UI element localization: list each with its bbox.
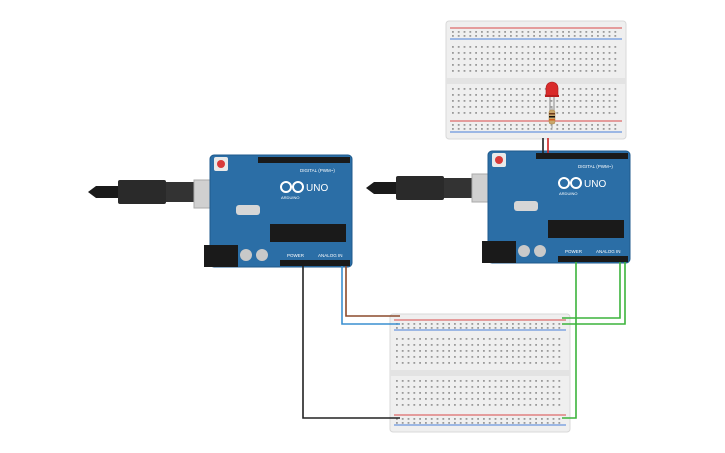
microcontroller-chip-left [270, 224, 346, 242]
top-breadboard[interactable] [445, 20, 627, 140]
uno-label-left: UNO [306, 183, 328, 194]
arduino-uno-left[interactable]: DIGITAL (PWM~) UNO ARDUINO POWER ANALOG … [204, 154, 353, 268]
bottom-breadboard[interactable] [389, 313, 571, 433]
arduino-logo-left [280, 181, 304, 193]
digital-label-left: DIGITAL (PWM~) [300, 168, 335, 173]
wire-green-a5-right[interactable] [562, 262, 626, 325]
arduino-brand-right: ARDUINO [559, 191, 577, 196]
reset-button-left[interactable] [217, 160, 225, 168]
wire-black-gnd[interactable] [302, 266, 400, 419]
power-jack-right[interactable] [482, 241, 516, 263]
digital-label-right: DIGITAL (PWM~) [578, 164, 613, 169]
digital-header-left[interactable] [258, 157, 350, 163]
power-analog-header-left[interactable] [280, 260, 350, 266]
wire-blue-left[interactable] [341, 266, 400, 325]
power-label-left: POWER [287, 253, 305, 258]
power-label-right: POWER [565, 249, 583, 254]
wire-green-a4-right[interactable] [562, 262, 621, 319]
analog-label-right: ANALOG IN [596, 249, 621, 254]
reset-button-right[interactable] [495, 156, 503, 164]
arduino-brand-left: ARDUINO [281, 195, 299, 200]
wire-green-gnd-right[interactable] [562, 262, 577, 419]
microcontroller-chip-right [548, 220, 624, 238]
arduino-uno-right[interactable]: DIGITAL (PWM~) UNO ARDUINO POWER ANALOG … [482, 150, 631, 264]
analog-label-left: ANALOG IN [318, 253, 343, 258]
bottom-breadboard-holes [396, 323, 561, 424]
wire-brown-left[interactable] [345, 266, 400, 317]
power-jack-left[interactable] [204, 245, 238, 267]
uno-label-right: UNO [584, 179, 606, 190]
crystal-right [514, 201, 538, 211]
power-analog-header-right[interactable] [558, 256, 628, 262]
crystal-left [236, 205, 260, 215]
arduino-logo-right [558, 177, 582, 189]
digital-header-right[interactable] [536, 153, 628, 159]
resistor[interactable] [548, 106, 556, 128]
led[interactable] [545, 81, 559, 110]
